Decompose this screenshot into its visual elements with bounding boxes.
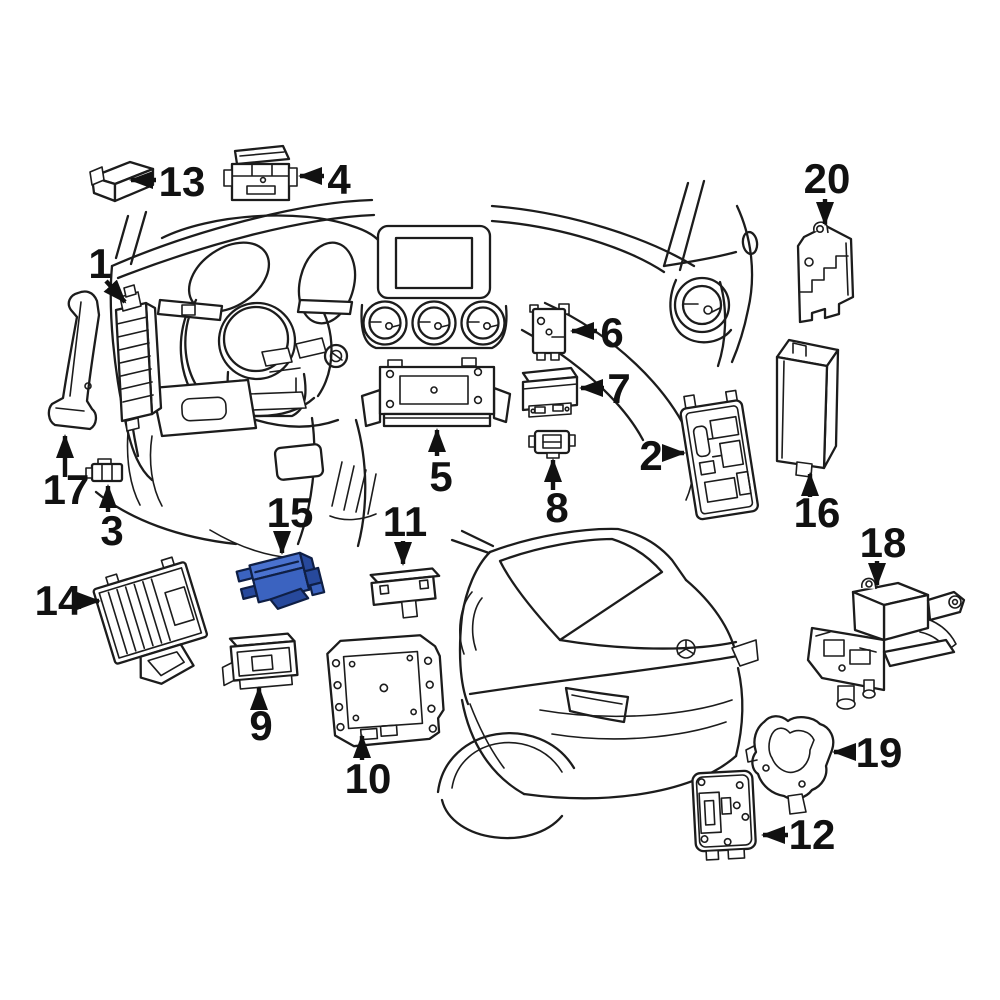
part-2-drawing — [679, 389, 759, 521]
callout-2[interactable]: 2 — [639, 432, 686, 479]
car-rear-illustration — [436, 527, 759, 840]
callout-14[interactable]: 14 — [35, 577, 101, 624]
callout-17[interactable]: 17 — [43, 434, 90, 513]
part-11-number[interactable]: 11 — [383, 498, 427, 545]
taillight-right — [731, 639, 759, 667]
callout-7[interactable]: 7 — [579, 365, 631, 412]
part-19-drawing — [745, 715, 835, 815]
part-18-drawing — [806, 577, 966, 710]
part-18-number[interactable]: 18 — [860, 519, 907, 566]
callout-18[interactable]: 18 — [860, 519, 907, 587]
side-air-vent — [669, 276, 733, 344]
center-air-vents — [362, 300, 506, 346]
steering-wheel — [156, 298, 354, 418]
part-8-number[interactable]: 8 — [545, 484, 568, 531]
callout-3[interactable]: 3 — [99, 484, 124, 554]
part-6-number[interactable]: 6 — [600, 309, 623, 356]
callout-10[interactable]: 10 — [345, 734, 392, 802]
part-5-number[interactable]: 5 — [429, 453, 452, 500]
callout-5[interactable]: 5 — [428, 428, 453, 500]
callout-11[interactable]: 11 — [383, 498, 427, 566]
part-9-number[interactable]: 9 — [249, 702, 272, 749]
part-7-number[interactable]: 7 — [607, 365, 630, 412]
part-9-drawing — [221, 632, 299, 690]
part-3-number[interactable]: 3 — [100, 507, 123, 554]
callout-9[interactable]: 9 — [249, 686, 273, 749]
callout-16[interactable]: 16 — [794, 472, 841, 536]
callout-6[interactable]: 6 — [570, 309, 624, 356]
part-19-number[interactable]: 19 — [856, 729, 903, 776]
part-11-drawing — [369, 567, 441, 619]
ignition-switch — [323, 343, 349, 369]
callout-4[interactable]: 4 — [298, 156, 351, 203]
part-15-number[interactable]: 15 — [267, 489, 314, 536]
center-display — [376, 224, 492, 300]
part-1-number[interactable]: 1 — [88, 240, 111, 287]
brand-star-emblem — [676, 639, 696, 659]
callout-12[interactable]: 12 — [761, 811, 836, 858]
callout-1[interactable]: 1 — [88, 240, 127, 304]
dashboard-illustration — [94, 179, 759, 559]
part-4-drawing — [223, 144, 298, 202]
cluster-dial-left — [187, 241, 271, 313]
part-3-drawing — [85, 458, 124, 483]
part-2-number[interactable]: 2 — [639, 432, 662, 479]
callout-15[interactable]: 15 — [267, 489, 314, 555]
part-13-number[interactable]: 13 — [159, 158, 206, 205]
part-17-number[interactable]: 17 — [43, 466, 90, 513]
callout-8[interactable]: 8 — [544, 458, 569, 531]
part-16-number[interactable]: 16 — [794, 489, 841, 536]
part-14-number[interactable]: 14 — [35, 577, 82, 624]
part-10-number[interactable]: 10 — [345, 755, 392, 802]
part-16-drawing — [775, 338, 840, 478]
callout-13[interactable]: 13 — [129, 158, 206, 205]
cluster-dial-right — [297, 241, 357, 325]
callout-19[interactable]: 19 — [832, 729, 903, 776]
part-10-drawing — [326, 634, 445, 748]
part-5-drawing — [360, 357, 512, 428]
part-20-number[interactable]: 20 — [804, 155, 851, 202]
part-15-drawing-highlighted — [235, 551, 326, 610]
part-7-drawing — [521, 366, 579, 418]
part-14-drawing — [92, 556, 209, 685]
part-12-drawing — [691, 769, 757, 861]
part-4-number[interactable]: 4 — [327, 156, 351, 203]
part-6-drawing — [529, 303, 570, 361]
part-17-drawing — [47, 290, 101, 431]
part-1-drawing — [114, 284, 163, 432]
part-8-drawing — [528, 429, 576, 459]
callout-20[interactable]: 20 — [804, 155, 851, 226]
part-12-number[interactable]: 12 — [789, 811, 836, 858]
